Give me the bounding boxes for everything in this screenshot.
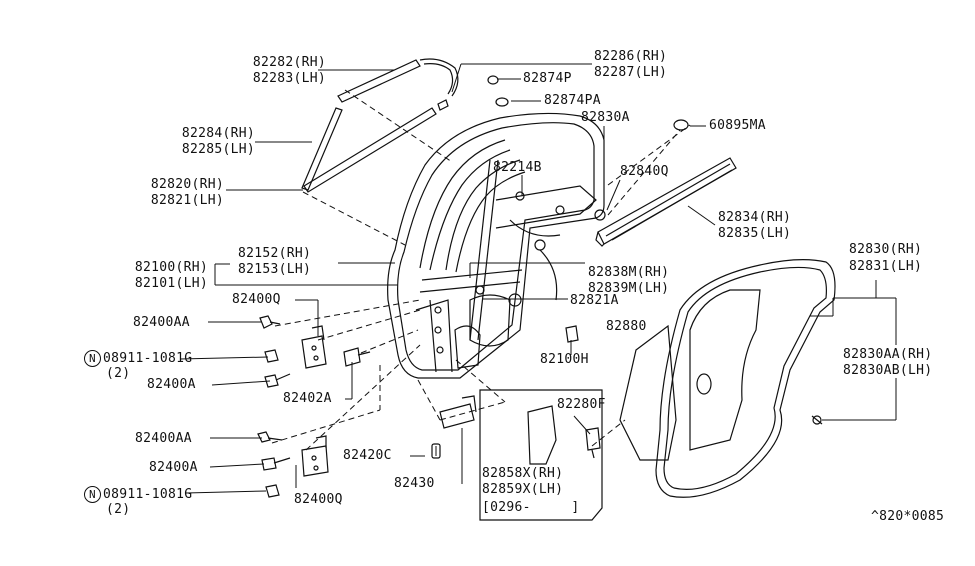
label-82430: 82430 [394,476,435,491]
label-82820: 82820(RH) [150,177,224,192]
label-82834: 82834(RH) [718,210,792,225]
leader-lines [179,63,897,494]
nut-symbol-icon: N [84,350,101,367]
label-82100: 82100(RH) [134,260,208,275]
label-82287: 82287(LH) [594,65,668,80]
striker [431,395,477,459]
upper-weatherstrip [301,58,509,193]
label-82400AA-bot: 82400AA [135,431,192,446]
part-number-text: 08911-1081G [103,351,193,366]
label-82835: 82835(LH) [718,226,792,241]
label-82830A: 82830A [581,110,630,125]
door-seal [655,259,836,498]
label-60895MA: 60895MA [709,118,766,133]
label-82874PA: 82874PA [544,93,601,108]
label-82284: 82284(RH) [181,126,255,141]
label-82283: 82283(LH) [252,71,326,86]
dashed-leaders [271,89,691,451]
label-82400A-top: 82400A [147,377,196,392]
label-82152: 82152(RH) [238,246,312,261]
label-82830AA: 82830AA(RH) [843,347,933,362]
label-82839M: 82839M(LH) [588,281,670,296]
fasteners [257,315,579,498]
nut-symbol-icon: N [84,486,101,503]
label-82100H: 82100H [540,352,589,367]
label-82838M: 82838M(RH) [588,265,670,280]
label-date-range: [0296- ] [482,500,580,515]
hinges [301,325,329,477]
label-82400Q-top: 82400Q [232,292,281,307]
label-82880: 82880 [606,319,647,334]
label-82859X: 82859X(LH) [482,482,564,497]
door-assembly [387,112,605,379]
label-82101: 82101(LH) [134,276,208,291]
label-82153: 82153(LH) [238,262,312,277]
label-82858X: 82858X(RH) [482,466,564,481]
label-82214B: 82214B [493,160,542,175]
inset-box [479,389,603,521]
label-82821A: 82821A [570,293,619,308]
sealing-screen [619,324,677,461]
label-qty-top: (2) [106,366,131,381]
label-82831: 82831(LH) [849,259,923,274]
label-82280F: 82280F [557,397,606,412]
label-82282: 82282(RH) [252,55,326,70]
label-82830: 82830(RH) [849,242,923,257]
part-number-text: 08911-1081G [103,487,193,502]
label-82400A-bot: 82400A [149,460,198,475]
diagram-code: ^820*0085 [871,509,945,524]
label-82400AA-top: 82400AA [133,315,190,330]
side-molding [594,119,737,247]
label-qty-bot: (2) [106,502,131,517]
label-82420C: 82420C [343,448,392,463]
label-82830AB: 82830AB(LH) [843,363,933,378]
label-82402A: 82402A [283,391,332,406]
label-82285: 82285(LH) [181,142,255,157]
label-82874P: 82874P [523,71,572,86]
label-82286: 82286(RH) [594,49,668,64]
label-82821: 82821(LH) [150,193,224,208]
label-82840Q: 82840Q [620,164,669,179]
label-82400Q-bot: 82400Q [294,492,343,507]
